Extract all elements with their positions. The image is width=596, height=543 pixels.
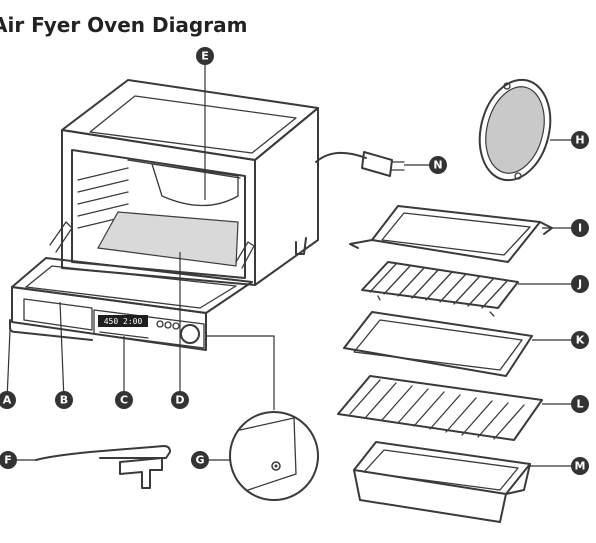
wire-rack	[362, 262, 518, 316]
oven-body	[50, 80, 318, 285]
label-badge-b: B	[55, 391, 73, 409]
label-h: H	[575, 134, 584, 147]
baking-pan	[344, 312, 532, 376]
control-button	[157, 321, 163, 327]
label-badge-d: D	[171, 391, 189, 409]
label-n: N	[433, 159, 442, 172]
label-c: C	[120, 394, 128, 407]
label-i: I	[578, 222, 582, 235]
label-badge-c: C	[115, 391, 133, 409]
label-d: D	[175, 394, 184, 407]
label-badge-h: H	[571, 131, 589, 149]
magnifier-detail	[206, 336, 318, 500]
label-badge-l: L	[571, 395, 589, 413]
label-badge-g: G	[191, 451, 209, 469]
label-badge-j: J	[571, 275, 589, 293]
label-k: K	[576, 334, 585, 347]
mesh-filter	[470, 72, 561, 187]
label-a: A	[3, 394, 12, 407]
label-m: M	[575, 460, 586, 473]
label-badge-k: K	[571, 331, 589, 349]
label-l: L	[576, 398, 583, 411]
label-badge-m: M	[571, 457, 589, 475]
label-j: J	[577, 278, 582, 291]
label-b: B	[60, 394, 68, 407]
label-badge-e: E	[196, 47, 214, 65]
air-fry-basket	[350, 206, 552, 262]
label-badge-i: I	[571, 219, 589, 237]
drip-tray	[354, 442, 530, 522]
power-cord	[316, 152, 404, 176]
label-g: G	[195, 454, 204, 467]
control-knob	[181, 325, 199, 343]
meat-probe	[36, 446, 170, 488]
display-readout: 450 2:00	[104, 317, 143, 326]
label-badge-n: N	[429, 156, 447, 174]
control-button	[165, 322, 171, 328]
label-e: E	[201, 50, 209, 63]
oven-rack	[338, 376, 542, 440]
control-button	[173, 323, 179, 329]
label-badge-a: A	[0, 391, 16, 409]
label-f: F	[4, 454, 12, 467]
label-badge-f: F	[0, 451, 17, 469]
